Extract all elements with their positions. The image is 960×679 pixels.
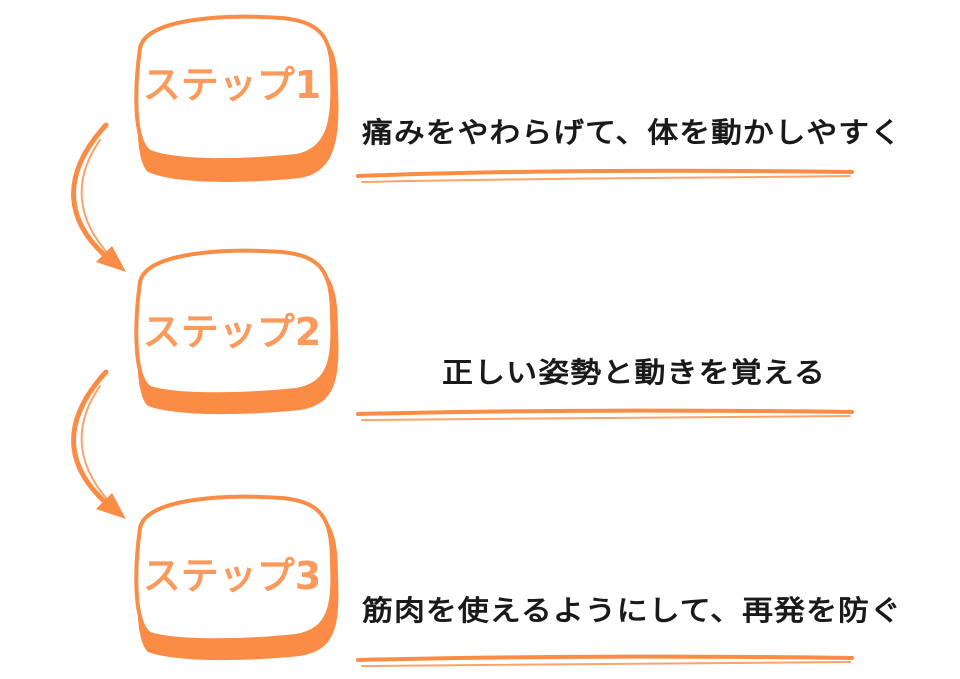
- step-3-box: [134, 494, 339, 661]
- arrow-step2-to-step3: [71, 369, 126, 519]
- arrow-step1-to-step2: [71, 122, 126, 272]
- step-3-label: ステップ3: [143, 554, 321, 598]
- step-2-underline: [356, 408, 854, 421]
- step-2: ステップ2 正しい姿勢と動きを覚える: [134, 248, 854, 421]
- step-1-box: [134, 14, 339, 182]
- step-1-label: ステップ1: [143, 63, 321, 107]
- step-2-box: [134, 248, 339, 415]
- step-2-description: 正しい姿勢と動きを覚える: [442, 356, 826, 389]
- step-3: ステップ3 筋肉を使えるようにして、再発を防ぐ: [134, 494, 902, 667]
- step-3-description: 筋肉を使えるようにして、再発を防ぐ: [362, 594, 902, 627]
- step-1-underline: [356, 168, 854, 183]
- step-3-underline: [356, 654, 854, 667]
- step-1-description: 痛みをやわらげて、体を動かしやすく: [362, 116, 902, 149]
- step-1: ステップ1 痛みをやわらげて、体を動かしやすく: [134, 14, 902, 183]
- step-2-label: ステップ2: [143, 310, 321, 354]
